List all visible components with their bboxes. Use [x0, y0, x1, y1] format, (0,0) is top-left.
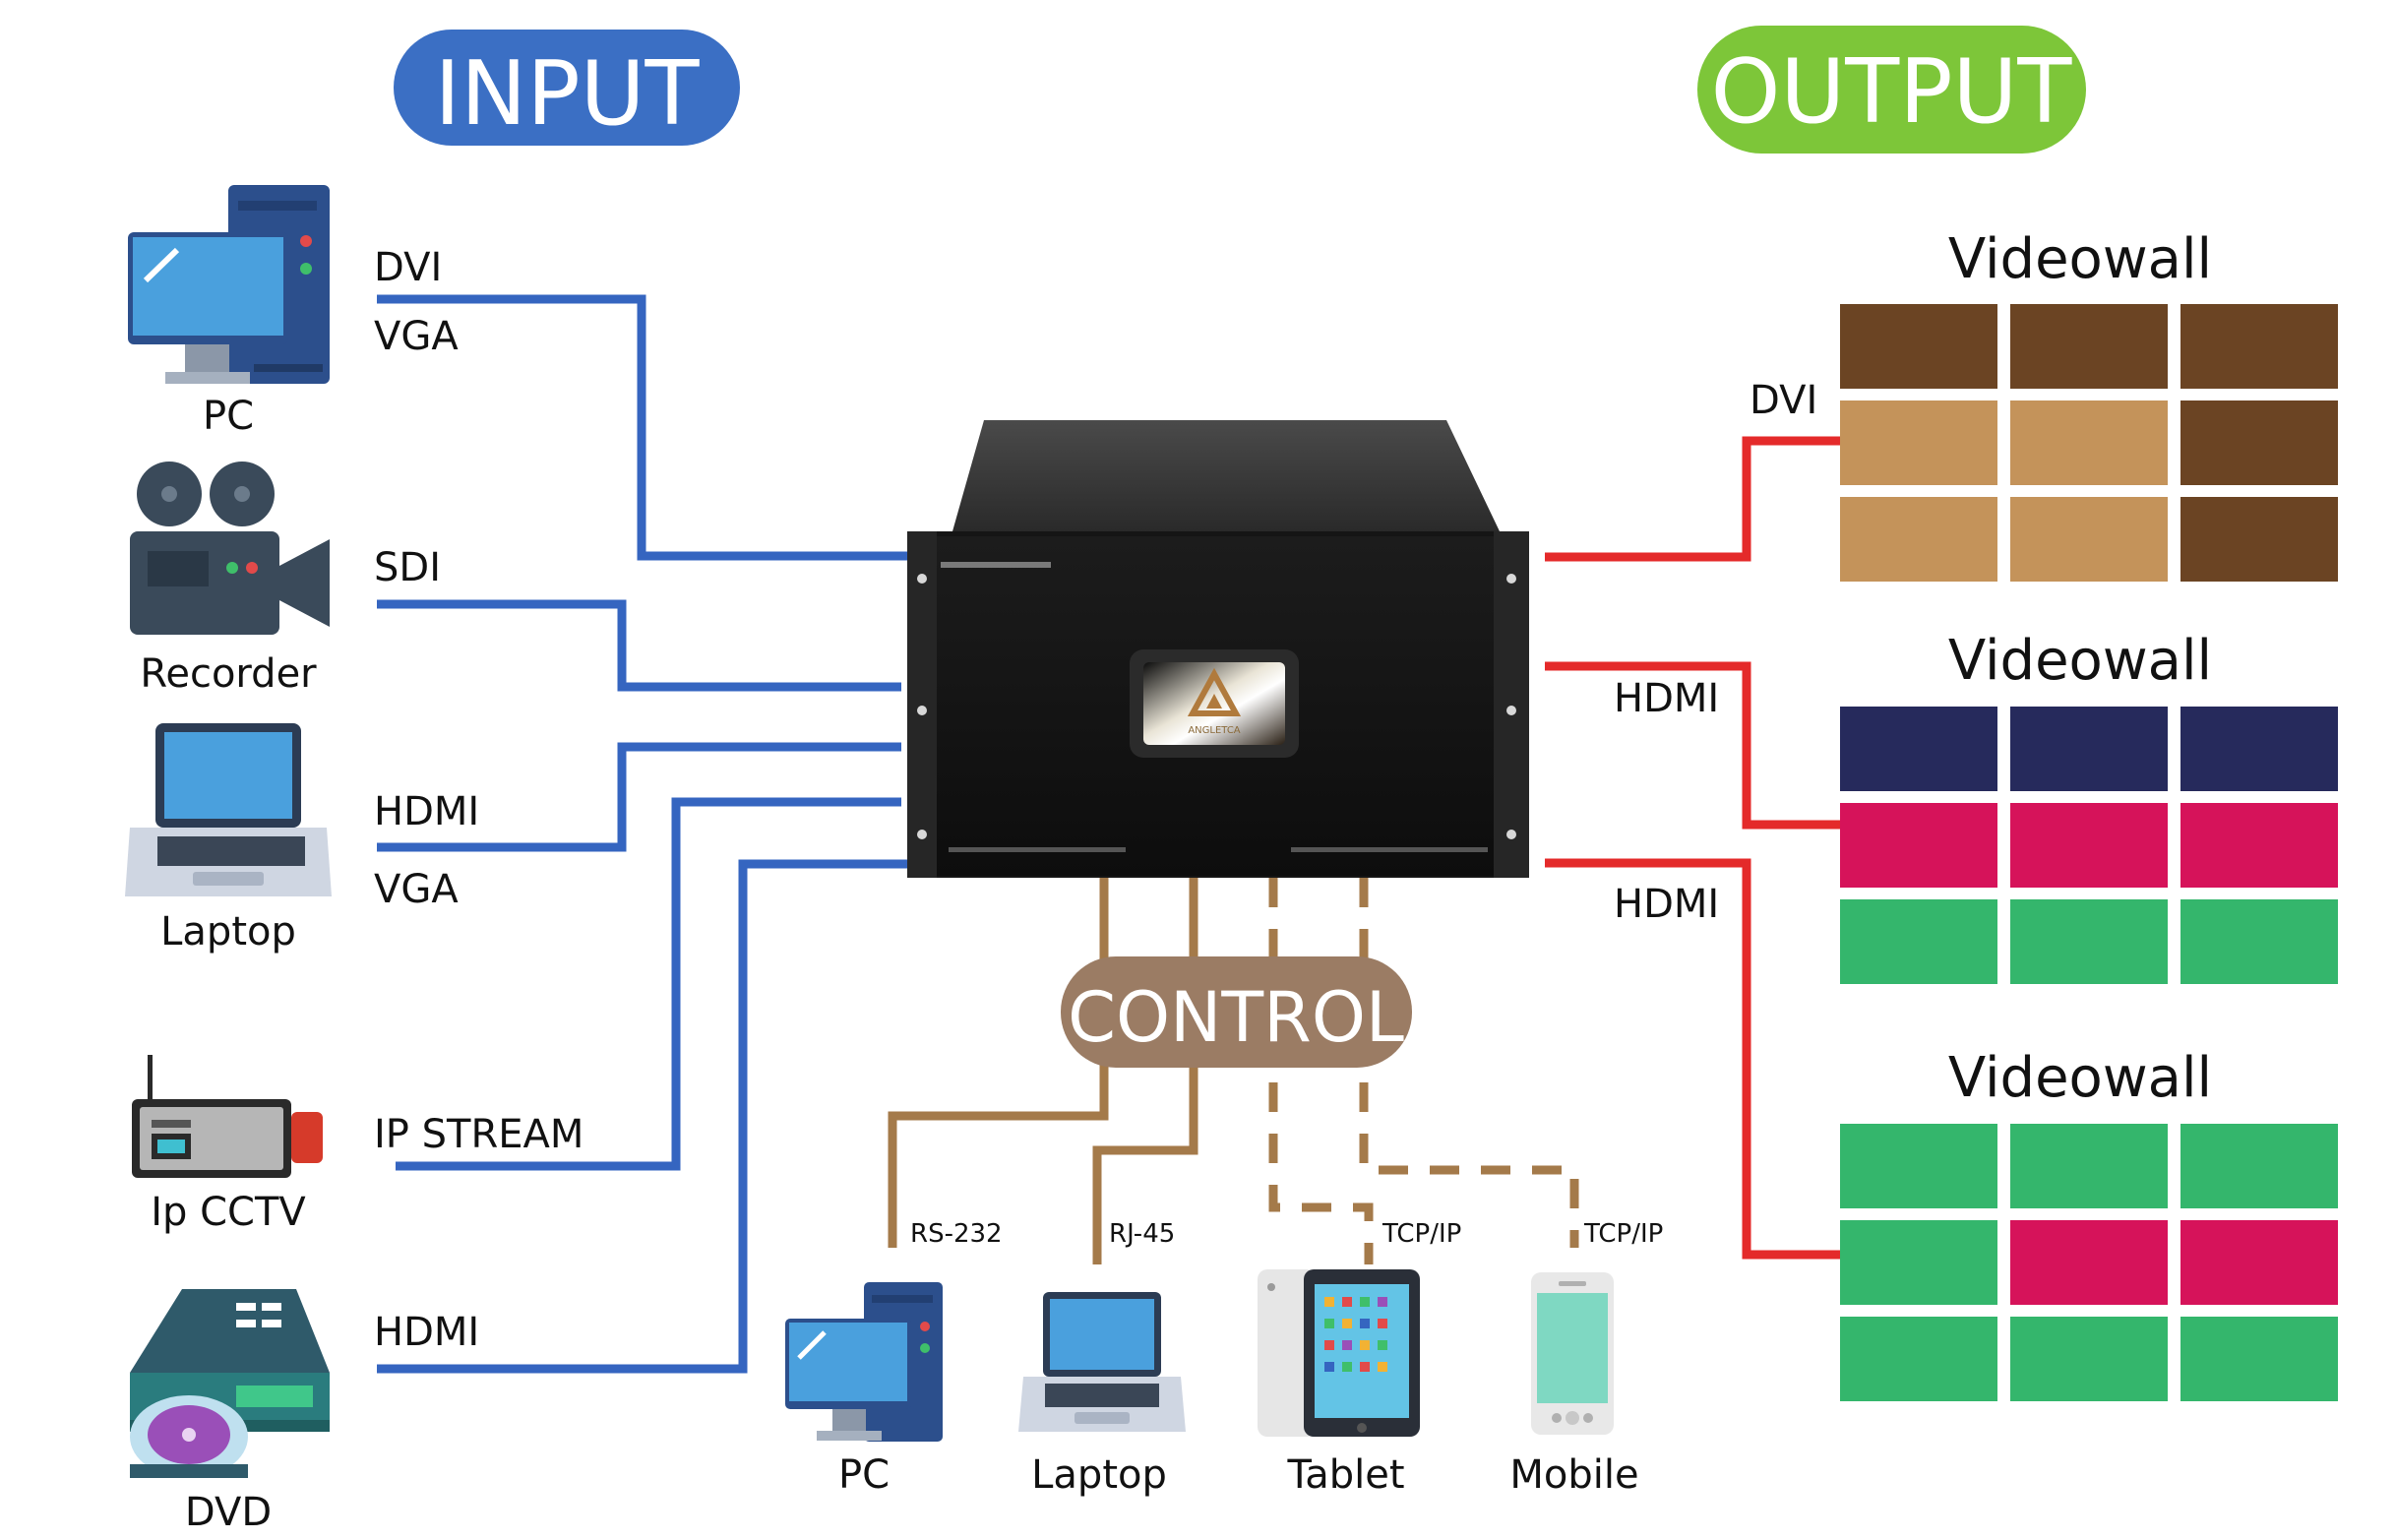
videowall-tile: [2180, 400, 2338, 485]
videowall1-output-line: [1545, 436, 1840, 562]
videowall-tile: [1840, 899, 1997, 984]
videowall-tile: [2180, 707, 2338, 791]
recorder-input-line: [377, 599, 901, 692]
videowall-tile: [1840, 400, 1997, 485]
control-pc-name: PC: [838, 1452, 890, 1498]
videowall2-output-line: [1545, 661, 1840, 830]
control-mobile-name: Mobile: [1509, 1452, 1638, 1498]
videowall-grid: [1840, 707, 2338, 984]
videowall-tile: [2010, 1124, 2168, 1208]
brand-text: ANGLETCA: [1188, 725, 1240, 736]
laptop-signal-hdmi: HDMI: [374, 789, 479, 834]
recorder-name: Recorder: [140, 651, 317, 697]
control-laptop-icon: [1018, 1292, 1186, 1432]
videowall3-signal: HDMI: [1614, 882, 1719, 927]
videowall-tile: [1840, 304, 1997, 389]
videowall-tile: [2010, 400, 2168, 485]
rs232-line: [888, 878, 1109, 1248]
input-connections: [377, 294, 907, 1374]
recorder-icon: [130, 462, 330, 635]
tcpip-tablet-label: TCP/IP: [1382, 1219, 1461, 1249]
rs232-label: RS-232: [910, 1219, 1003, 1249]
rj45-label: RJ-45: [1109, 1219, 1175, 1249]
dvd-input-line: [377, 859, 907, 1374]
control-connections: [888, 878, 1579, 1264]
input-signal-labels: DVI VGA SDI HDMI VGA IP STREAM HDMI: [374, 245, 583, 1355]
videowall-tile: [2180, 1220, 2338, 1305]
dvd-icon: [130, 1289, 330, 1478]
pc-input-name: PC: [203, 394, 254, 439]
videowall-tile: [2010, 497, 2168, 582]
videowall-title: Videowall: [1948, 227, 2212, 291]
recorder-signal-sdi: SDI: [374, 545, 441, 590]
tcpip-tablet-line: [1268, 878, 1374, 1264]
dvd-signal-hdmi: HDMI: [374, 1310, 479, 1355]
laptop-input-name: Laptop: [160, 909, 296, 955]
tablet-app-grid: [1324, 1297, 1387, 1372]
ipcctv-name: Ip CCTV: [151, 1190, 306, 1235]
control-laptop-name: Laptop: [1031, 1452, 1167, 1498]
pc-signal-vga: VGA: [374, 314, 459, 359]
videowall-tile: [2010, 1220, 2168, 1305]
rj45-line: [1092, 878, 1198, 1264]
output-connections: [1545, 436, 1840, 1260]
videowall-grid: [1840, 304, 2338, 582]
videowall-tile: [2010, 1317, 2168, 1401]
videowall-tile: [2010, 707, 2168, 791]
videowall-tile: [2010, 803, 2168, 888]
videowall-tile: [1840, 1220, 1997, 1305]
videowall-1: Videowall: [1840, 227, 2338, 582]
ipcctv-input-line: [396, 797, 901, 1171]
ipcctv-icon: [132, 1055, 323, 1178]
control-tablet-name: Tablet: [1286, 1452, 1404, 1498]
videowall-tile: [2180, 803, 2338, 888]
input-title: INPUT: [435, 42, 701, 146]
output-header: OUTPUT: [1697, 26, 2086, 154]
laptop-input-icon: [125, 723, 332, 896]
control-pc-icon: [785, 1282, 943, 1442]
videowall-title: Videowall: [1948, 1046, 2212, 1110]
laptop-input-line: [377, 742, 901, 852]
videowall-title: Videowall: [1948, 629, 2212, 693]
video-processor: ANGLETCA: [907, 420, 1529, 878]
control-label: CONTROL: [1068, 977, 1404, 1058]
videowall-tile: [2180, 899, 2338, 984]
videowall1-signal: DVI: [1750, 378, 1817, 423]
videowall-tile: [1840, 1124, 1997, 1208]
videowall-tile: [2180, 304, 2338, 389]
laptop-signal-vga: VGA: [374, 867, 459, 912]
tcpip-mobile-line: [1359, 878, 1579, 1248]
input-header: INPUT: [394, 30, 740, 146]
dvd-name: DVD: [185, 1490, 272, 1535]
tcpip-mobile-label: TCP/IP: [1583, 1219, 1663, 1249]
videowall3-output-line: [1545, 858, 1840, 1260]
videowall-tile: [2180, 497, 2338, 582]
brand-logo: ANGLETCA: [1187, 667, 1242, 736]
videowall-tile: [2010, 899, 2168, 984]
control-tablet-icon: [1258, 1269, 1420, 1437]
videowall-3: Videowall: [1840, 1046, 2338, 1401]
videowall-tile: [2010, 304, 2168, 389]
control-protocol-labels: RS-232 RJ-45 TCP/IP TCP/IP: [910, 1219, 1663, 1249]
videowall-tile: [1840, 497, 1997, 582]
output-signal-labels: DVI HDMI HDMI: [1614, 378, 1817, 927]
pc-signal-dvi: DVI: [374, 245, 442, 290]
videowall-tile: [2180, 1317, 2338, 1401]
videowall-tile: [1840, 707, 1997, 791]
pc-input-line: [377, 294, 907, 561]
output-title: OUTPUT: [1711, 40, 2073, 144]
ipcctv-signal-ip-stream: IP STREAM: [374, 1112, 583, 1157]
videowall-tile: [1840, 1317, 1997, 1401]
videowall2-signal: HDMI: [1614, 676, 1719, 721]
videowall-tile: [2180, 1124, 2338, 1208]
videowall-grid: [1840, 1124, 2338, 1401]
control-badge: CONTROL: [1061, 956, 1412, 1068]
videowall-tile: [1840, 803, 1997, 888]
control-mobile-icon: [1531, 1272, 1614, 1435]
videowall-2: Videowall: [1840, 629, 2338, 984]
pc-input-icon: [128, 185, 330, 384]
